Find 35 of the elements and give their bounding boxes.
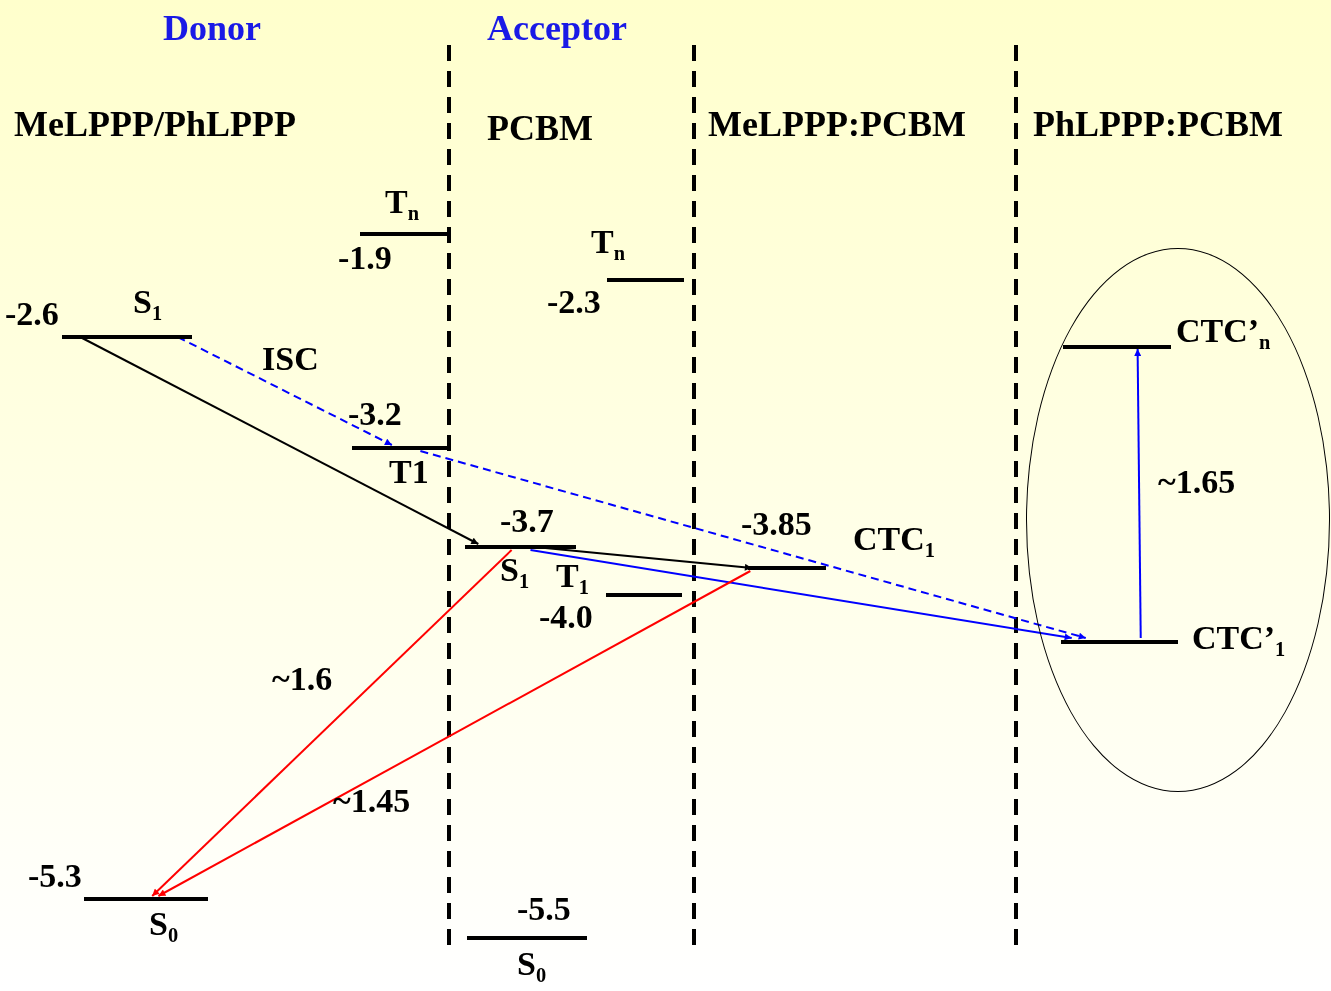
column-heading: Acceptor bbox=[487, 8, 627, 48]
energy-value: -2.6 bbox=[5, 296, 59, 332]
energy-value: -3.85 bbox=[741, 506, 812, 542]
column-label: MeLPPP:PCBM bbox=[708, 104, 966, 144]
energy-value: -5.5 bbox=[517, 891, 571, 927]
column-label: MeLPPP/PhLPPP bbox=[14, 104, 296, 144]
state-label: CTC’$_{1}$ bbox=[1192, 620, 1286, 656]
state-label: S$_{1}$ bbox=[500, 552, 530, 588]
arrow bbox=[529, 549, 1073, 641]
column-heading: Donor bbox=[163, 8, 261, 48]
energy-value: -1.9 bbox=[338, 240, 392, 276]
energy-value: -3.2 bbox=[348, 396, 402, 432]
column-label: PhLPPP:PCBM bbox=[1033, 104, 1283, 144]
arrow bbox=[419, 450, 1087, 640]
arrow bbox=[157, 570, 752, 897]
arrow bbox=[151, 549, 513, 897]
state-label: T1 bbox=[389, 454, 429, 490]
state-label: S$_{0}$ bbox=[149, 906, 179, 942]
energy-value: -5.3 bbox=[28, 858, 82, 894]
state-label: T$_{n}$ bbox=[385, 184, 420, 220]
state-label: T$_{1}$ bbox=[556, 558, 589, 594]
state-label: CTC’$_{n}$ bbox=[1176, 313, 1271, 349]
edge-label: ISC bbox=[262, 341, 319, 377]
state-label: CTC$_{1}$ bbox=[853, 521, 935, 557]
column-label: PCBM bbox=[487, 108, 593, 148]
edge-label: ~1.65 bbox=[1158, 464, 1236, 500]
state-label: S$_{0}$ bbox=[517, 946, 547, 982]
energy-value: -2.3 bbox=[547, 284, 601, 320]
energy-value: -4.0 bbox=[539, 599, 593, 635]
state-label: S$_{1}$ bbox=[133, 284, 163, 320]
energy-value: -3.7 bbox=[500, 503, 554, 539]
edge-label: ~1.6 bbox=[272, 661, 333, 697]
arrow bbox=[1134, 348, 1142, 639]
edge-label: ~1.45 bbox=[333, 783, 411, 819]
state-label: T$_{n}$ bbox=[591, 224, 626, 260]
